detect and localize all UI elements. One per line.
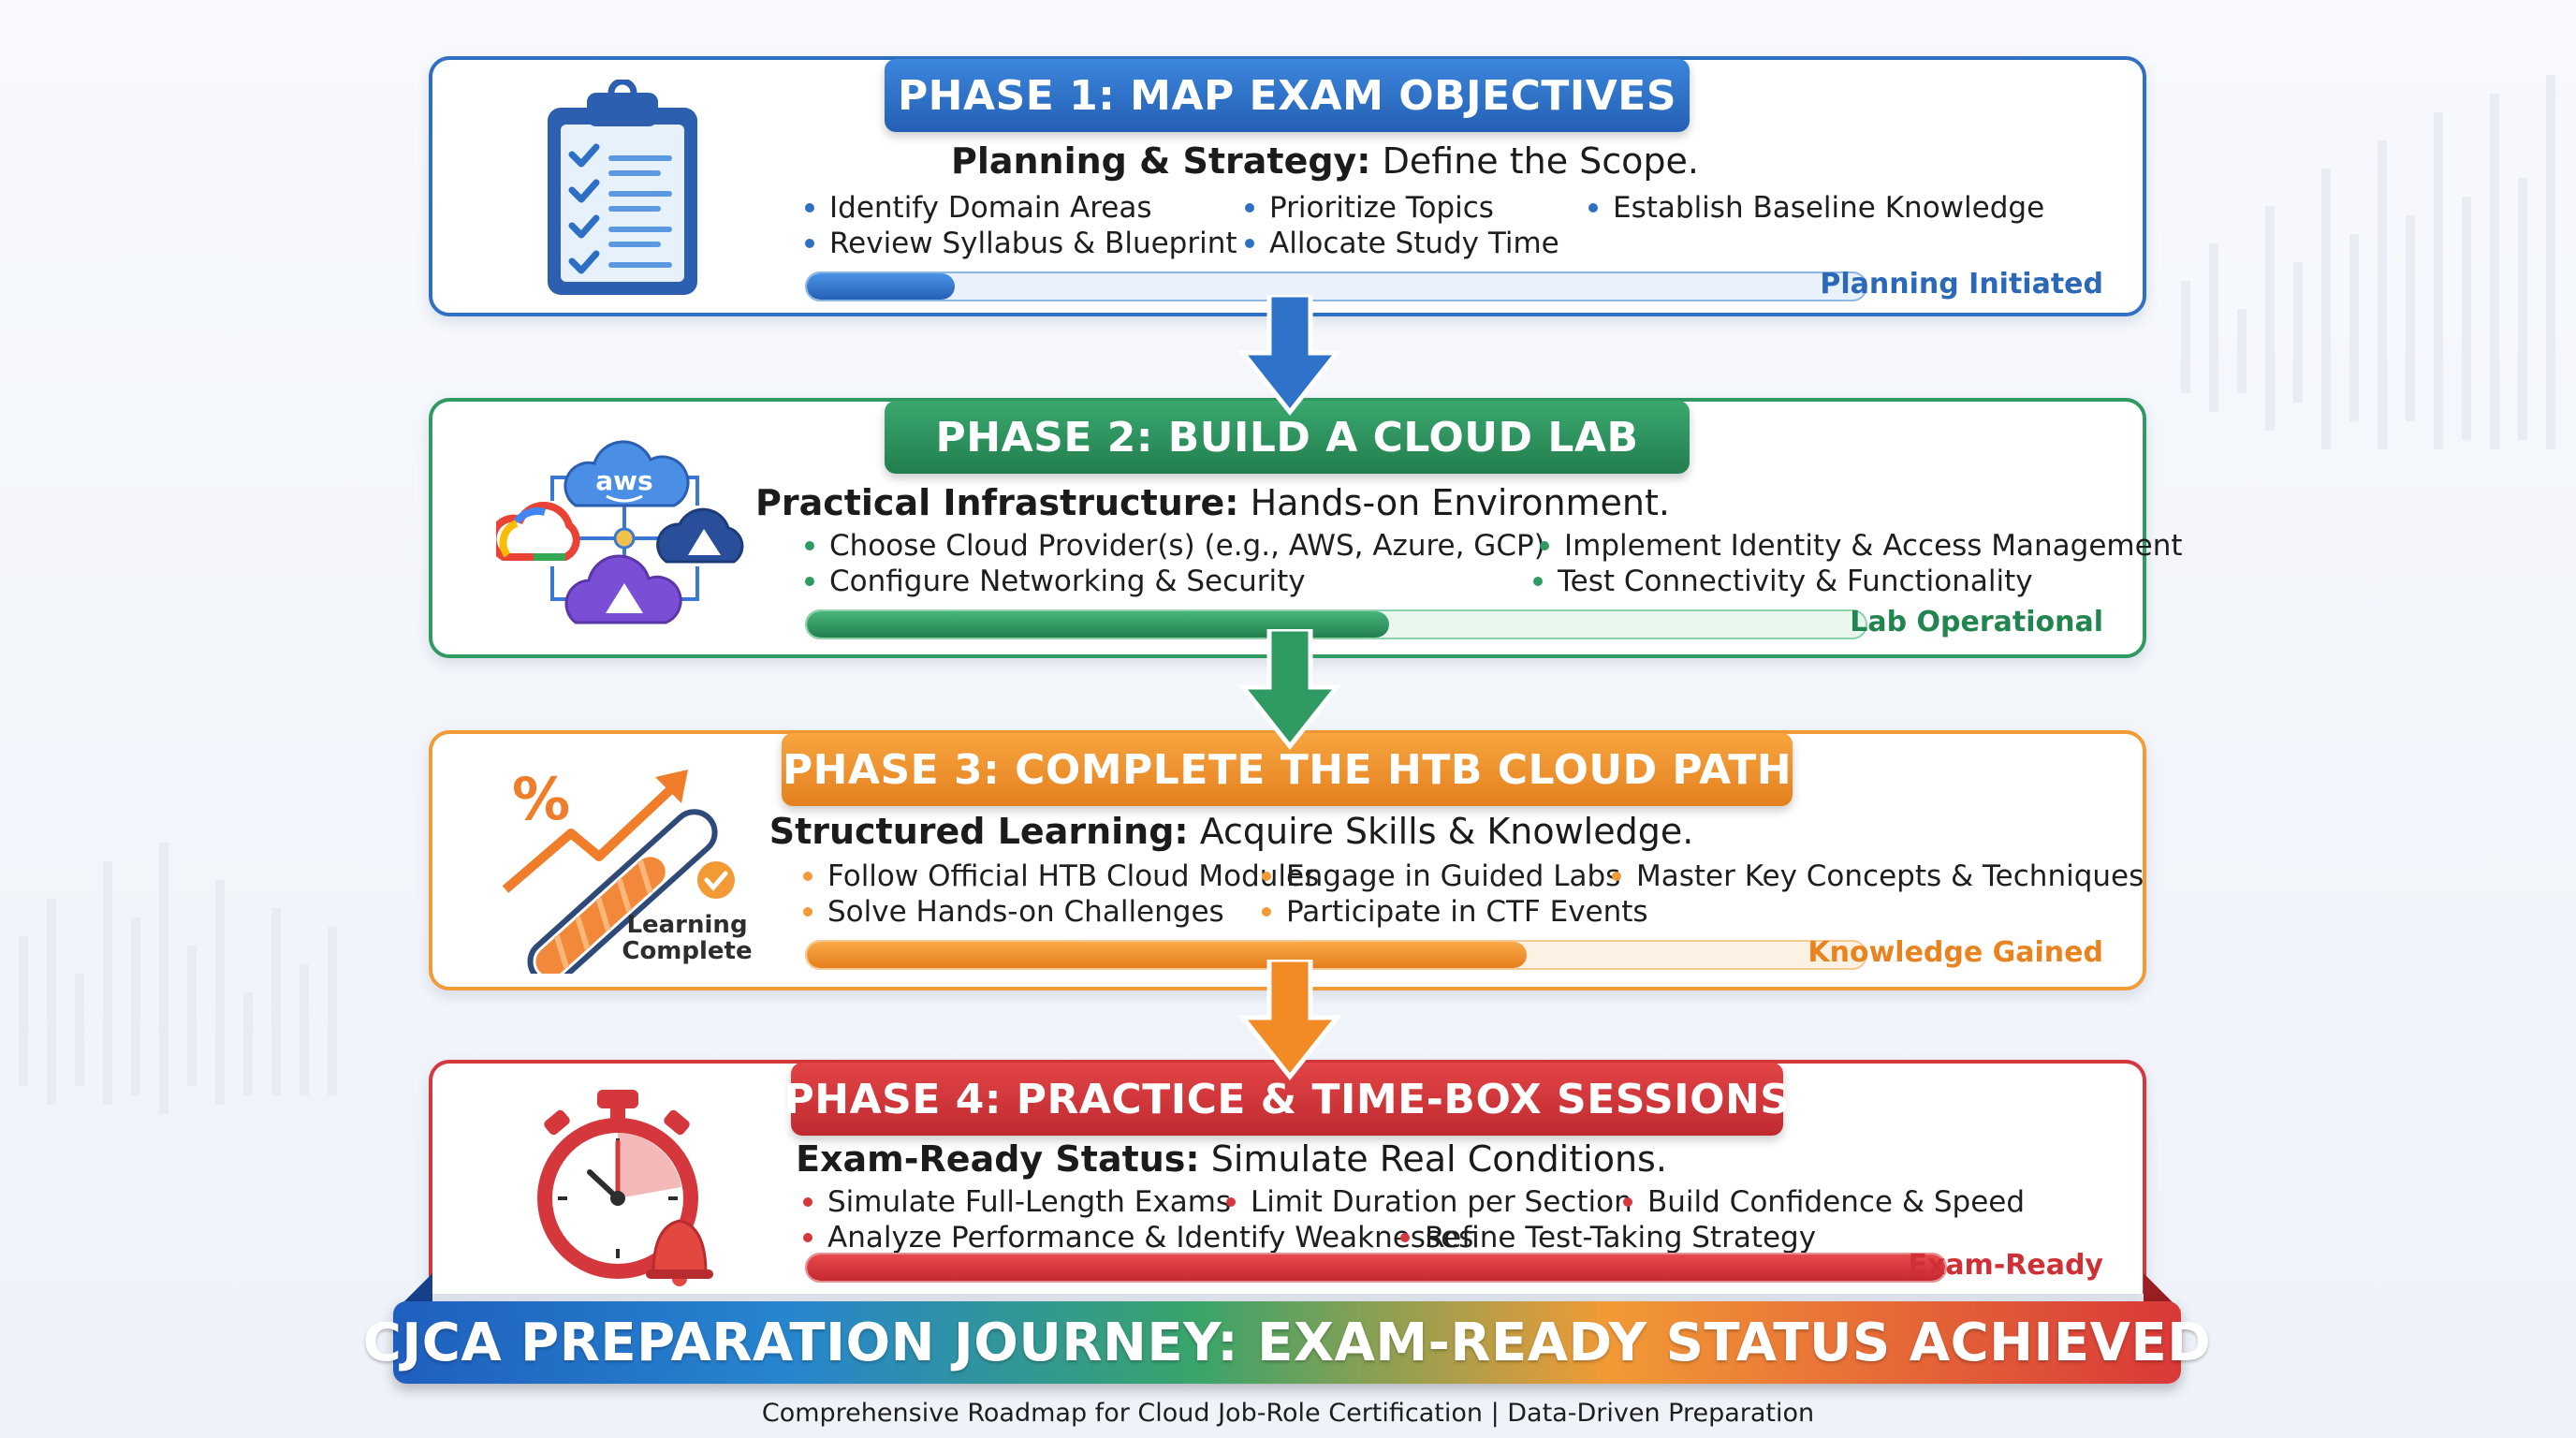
phase-3-item: Master Key Concepts & Techniques <box>1612 859 2144 893</box>
footnote: Comprehensive Roadmap for Cloud Job-Role… <box>761 1399 1815 1428</box>
phase-1-item: Identify Domain Areas <box>805 191 1152 225</box>
phase-2-status: Lab Operational <box>1850 606 2103 638</box>
phase-4-item: Build Confidence & Speed <box>1623 1185 2025 1219</box>
phase-4-item: Refine Test-Taking Strategy <box>1400 1221 1816 1255</box>
phase-3-item: Follow Official HTB Cloud Modules <box>803 859 1319 893</box>
growth-progress-icon: % Learning Complete <box>502 765 753 974</box>
phase-3-item: Solve Hands-on Challenges <box>803 895 1224 929</box>
phase-1-item: Prioritize Topics <box>1245 191 1494 225</box>
phase-2-badge: PHASE 2: BUILD A CLOUD LAB <box>885 401 1690 474</box>
phase-4-item: Limit Duration per Section <box>1226 1185 1632 1219</box>
cloud-network-icon: aws <box>496 440 744 624</box>
phase-1-subtitle: Planning & Strategy: Define the Scope. <box>950 140 1699 182</box>
phase-3-item: Participate in CTF Events <box>1262 895 1648 929</box>
learning-caption-line-2: Complete <box>622 937 752 965</box>
learning-caption-line-1: Learning <box>626 911 747 939</box>
phase-4-progress-bar <box>805 1253 1947 1283</box>
phase-2-progress-bar <box>805 609 1867 639</box>
phase-3-progress-bar <box>805 940 1867 970</box>
phase-3-subtitle: Structured Learning: Acquire Skills & Kn… <box>768 811 1694 852</box>
phase-4-subtitle: Exam-Ready Status: Simulate Real Conditi… <box>796 1138 1667 1180</box>
arrow-down-icon <box>1238 960 1341 1081</box>
phase-4-item: Simulate Full-Length Exams <box>803 1185 1231 1219</box>
phase-4-status: Exam-Ready <box>1908 1249 2103 1282</box>
phase-1-status: Planning Initiated <box>1820 268 2103 301</box>
phase-2-item: Choose Cloud Provider(s) (e.g., AWS, Azu… <box>805 529 1545 563</box>
phase-1-item: Establish Baseline Knowledge <box>1588 191 2044 225</box>
phase-4-item: Analyze Performance & Identify Weaknesse… <box>803 1221 1473 1255</box>
phase-1-progress-bar <box>805 271 1867 301</box>
arrow-down-icon <box>1238 629 1341 751</box>
phase-2-item: Implement Identity & Access Management <box>1540 529 2183 563</box>
clipboard-checklist-icon <box>548 80 697 295</box>
journey-banner: CJCA PREPARATION JOURNEY: EXAM-READY STA… <box>363 1301 2211 1384</box>
phase-3-item: Engage in Guided Labs <box>1262 859 1620 893</box>
phase-2-item: Test Connectivity & Functionality <box>1533 565 2033 598</box>
phase-2-subtitle: Practical Infrastructure: Hands-on Envir… <box>754 482 1670 523</box>
stopwatch-alarm-icon <box>537 1090 713 1286</box>
percent-label: % <box>512 765 570 833</box>
phase-1-item: Review Syllabus & Blueprint <box>805 227 1237 260</box>
aws-label: aws <box>595 465 652 496</box>
phase-1-item: Allocate Study Time <box>1245 227 1559 260</box>
phase-2-item: Configure Networking & Security <box>805 565 1306 598</box>
arrow-down-icon <box>1238 295 1341 417</box>
phase-3-status: Knowledge Gained <box>1808 936 2103 969</box>
phase-1-badge: PHASE 1: MAP EXAM OBJECTIVES <box>885 59 1690 132</box>
